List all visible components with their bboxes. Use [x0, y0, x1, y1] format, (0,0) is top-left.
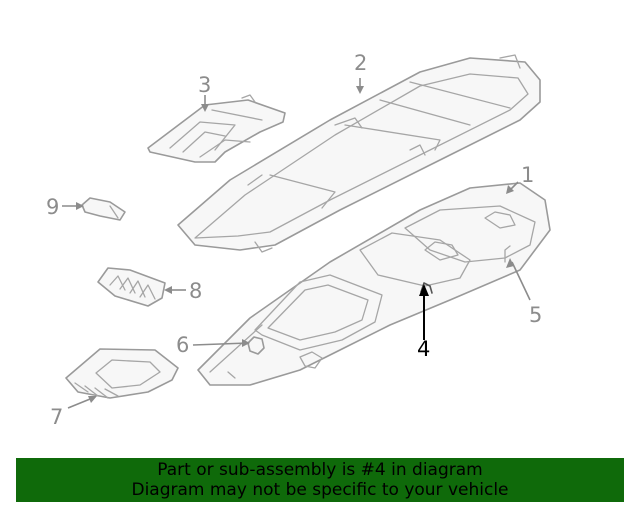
arrowhead-2: [356, 86, 364, 94]
callout-4: 4: [417, 337, 430, 361]
info-banner: Part or sub-assembly is #4 in diagram Di…: [16, 458, 624, 502]
part-7-dome-lamp: [65, 348, 179, 399]
callout-5: 5: [529, 303, 542, 327]
part-5-hook: [504, 245, 511, 263]
callout-6: 6: [176, 333, 189, 357]
arrowhead-5: [506, 258, 514, 268]
callout-8: 8: [189, 279, 202, 303]
callout-2: 2: [354, 51, 367, 75]
banner-line-1: Part or sub-assembly is #4 in diagram: [157, 460, 483, 480]
callout-7: 7: [50, 405, 63, 429]
part-1-headliner-console: [197, 182, 551, 386]
part-9-clip: [81, 197, 126, 221]
arrowhead-1: [506, 185, 514, 194]
part-6-button: [247, 336, 265, 355]
callout-9: 9: [46, 195, 59, 219]
part-8-lamp-lens: [97, 267, 166, 307]
arrowhead-6: [242, 339, 250, 347]
part-4-hook: [420, 282, 433, 294]
banner-line-2: Diagram may not be specific to your vehi…: [131, 480, 509, 500]
leader-6: [192, 342, 249, 346]
part-3-bracket: [147, 94, 286, 163]
part-2-console-panel: [177, 54, 541, 253]
arrowhead-8: [164, 286, 172, 294]
callout-1: 1: [521, 163, 534, 187]
callout-3: 3: [198, 73, 211, 97]
arrowhead-3: [201, 104, 209, 112]
arrowhead-7: [88, 396, 97, 403]
arrowhead-4: [419, 284, 429, 296]
arrowhead-9: [76, 202, 84, 210]
leader-5: [511, 261, 531, 301]
